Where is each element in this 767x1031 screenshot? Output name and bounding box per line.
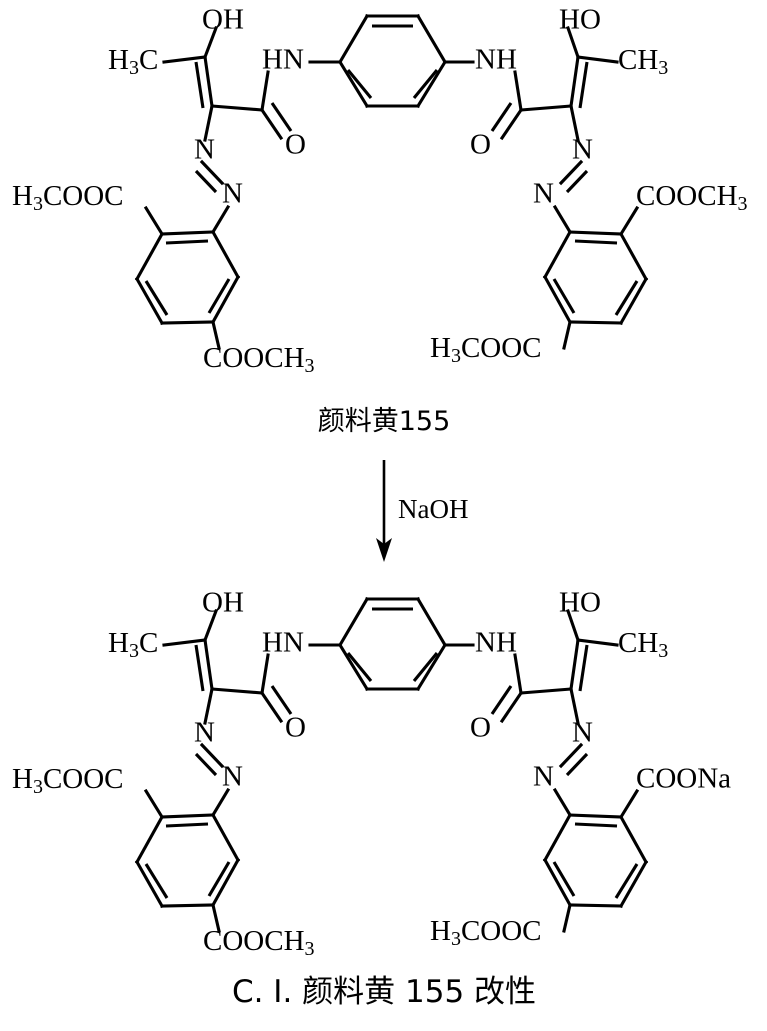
ester-br-h-bottom: H xyxy=(430,915,451,947)
label-oh-left-bottom: OH xyxy=(202,587,244,619)
methyl-h-top: H xyxy=(108,44,129,76)
label-ester-topleft-top: H3COOC xyxy=(12,180,124,215)
label-carbonyl-o-left-top: O xyxy=(285,129,306,161)
product-caption: C. I. 颜料黄 155 改性 xyxy=(232,974,536,1010)
right-acetoacetanilide-fragment-bottom xyxy=(443,609,619,818)
left-acetoacetanilide-fragment-top xyxy=(162,26,342,235)
methyl-r-sub-bottom: 3 xyxy=(658,640,668,662)
ester-br-rest-bottom: COOC xyxy=(461,915,542,947)
label-methyl-right-bottom: CH3 xyxy=(618,627,668,662)
left-benzene-ring-top xyxy=(134,205,241,350)
structure-reactant: OH H3C HN O N N H3COOC COOCH3 HO CH3 NH … xyxy=(12,4,748,377)
label-azo-n2-left-top: N xyxy=(222,178,243,210)
methyl-sub-bottom: 3 xyxy=(129,640,139,662)
label-azo-n2-left-bottom: N xyxy=(222,761,243,793)
label-carboxylate-sodium-bottom: COONa xyxy=(636,763,731,795)
label-azo-n1-left-top: N xyxy=(194,134,215,166)
label-carbonyl-o-left-bottom: O xyxy=(285,712,306,744)
label-methyl-right-top: CH3 xyxy=(618,44,668,79)
central-benzene-ring-bottom xyxy=(337,596,448,692)
methyl-r-main-top: CH xyxy=(618,44,658,76)
label-ester-bottomleft-bottom: COOCH3 xyxy=(203,925,315,960)
reaction-arrow-group: 颜料黄155 NaOH xyxy=(318,406,468,562)
label-ester-bottomright-top: H3COOC xyxy=(430,332,542,367)
label-nh-right-top: NH xyxy=(475,44,517,76)
methyl-r-sub-top: 3 xyxy=(658,57,668,79)
label-ester-topright-top: COOCH3 xyxy=(636,180,748,215)
ester-rest-bottom: COOC xyxy=(43,763,124,795)
ester-rest-top: COOC xyxy=(43,180,124,212)
central-benzene-ring-top xyxy=(337,13,448,109)
ester-sub-top: 3 xyxy=(33,193,43,215)
label-carbonyl-o-right-top: O xyxy=(470,129,491,161)
structure-product: OH H3C HN O N N H3COOC COOCH3 HO CH3 NH … xyxy=(12,587,731,960)
label-hn-left-bottom: HN xyxy=(262,627,304,659)
methyl-c-top: C xyxy=(139,44,158,76)
label-methyl-left-top: H3C xyxy=(108,44,158,79)
label-ho-right-bottom: HO xyxy=(559,587,601,619)
label-hn-left-top: HN xyxy=(262,44,304,76)
label-azo-n1-left-bottom: N xyxy=(194,717,215,749)
methyl-c-bottom: C xyxy=(139,627,158,659)
ester-b-sub-top: 3 xyxy=(305,355,315,377)
methyl-r-main-bottom: CH xyxy=(618,627,658,659)
right-benzene-ring-bottom xyxy=(542,788,649,933)
reaction-arrow-head xyxy=(376,538,392,562)
ester-sub-bottom: 3 xyxy=(33,776,43,798)
left-benzene-ring-bottom xyxy=(134,788,241,933)
ester-br-sub-top: 3 xyxy=(451,345,461,367)
label-ester-topleft-bottom: H3COOC xyxy=(12,763,124,798)
label-carbonyl-o-right-bottom: O xyxy=(470,712,491,744)
ester-br-sub-bottom: 3 xyxy=(451,928,461,950)
label-nh-right-bottom: NH xyxy=(475,627,517,659)
label-azo-n1-right-top: N xyxy=(572,134,593,166)
label-methyl-left-bottom: H3C xyxy=(108,627,158,662)
ester-r-main-top: COOCH xyxy=(636,180,738,212)
ester-b-sub-bottom: 3 xyxy=(305,938,315,960)
label-azo-n2-right-top: N xyxy=(533,178,554,210)
label-azo-n2-right-bottom: N xyxy=(533,761,554,793)
ester-h-bottom: H xyxy=(12,763,33,795)
reagent-label: NaOH xyxy=(398,494,468,524)
ester-br-rest-top: COOC xyxy=(461,332,542,364)
methyl-sub-top: 3 xyxy=(129,57,139,79)
ester-r-sub-top: 3 xyxy=(738,193,748,215)
right-benzene-ring-top xyxy=(542,205,649,350)
right-acetoacetanilide-fragment-top xyxy=(443,26,619,235)
label-ho-right-top: HO xyxy=(559,4,601,36)
label-oh-left-top: OH xyxy=(202,4,244,36)
reactant-name-label: 颜料黄155 xyxy=(318,406,451,437)
ester-b-main-bottom: COOCH xyxy=(203,925,305,957)
ester-b-main-top: COOCH xyxy=(203,342,305,374)
methyl-h-bottom: H xyxy=(108,627,129,659)
label-ester-bottomleft-top: COOCH3 xyxy=(203,342,315,377)
ester-br-h-top: H xyxy=(430,332,451,364)
label-azo-n1-right-bottom: N xyxy=(572,717,593,749)
left-acetoacetanilide-fragment-bottom xyxy=(162,609,342,818)
label-ester-bottomright-bottom: H3COOC xyxy=(430,915,542,950)
ester-h-top: H xyxy=(12,180,33,212)
